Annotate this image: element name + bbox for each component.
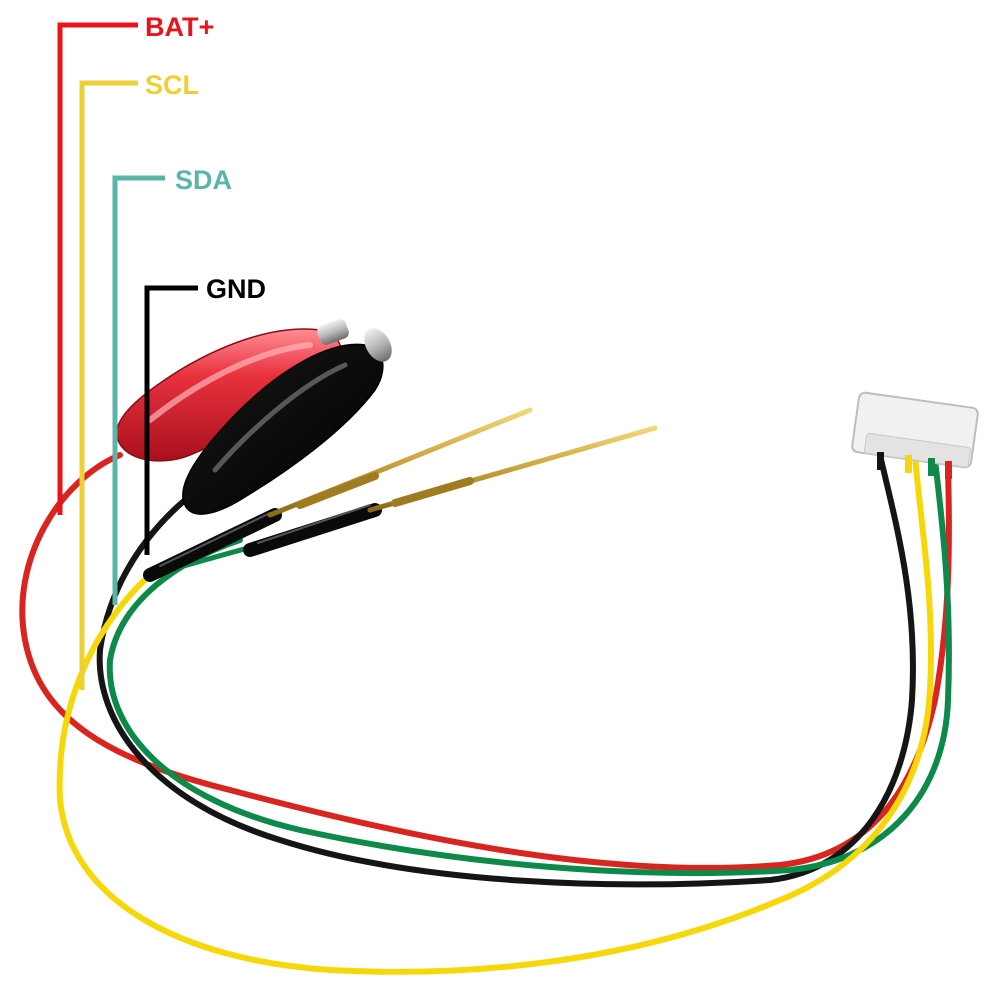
- heat-shrink-sleeve: [143, 503, 382, 582]
- gnd-label: GND: [206, 274, 266, 304]
- black-wire: [96, 452, 916, 888]
- bat-plus-leader: [57, 22, 138, 515]
- green-wire: [106, 457, 952, 877]
- four-pin-connector-icon: [851, 391, 979, 479]
- black-alligator-clip-icon: [182, 328, 392, 515]
- red-wire: [19, 452, 952, 871]
- sda-leader: [112, 175, 165, 605]
- test-probe-pin-icon: [267, 407, 533, 518]
- gnd-leader: [144, 285, 198, 555]
- bat-plus-label: BAT+: [145, 12, 214, 42]
- test-probe-pin-icon: [367, 425, 658, 513]
- red-alligator-clip-icon: [115, 319, 349, 462]
- callout-lines: [57, 22, 198, 690]
- cable-wires: [19, 452, 952, 975]
- scl-label: SCL: [145, 70, 199, 100]
- sda-label: SDA: [175, 165, 232, 195]
- yellow-wire: [56, 452, 934, 975]
- scl-leader: [79, 80, 138, 690]
